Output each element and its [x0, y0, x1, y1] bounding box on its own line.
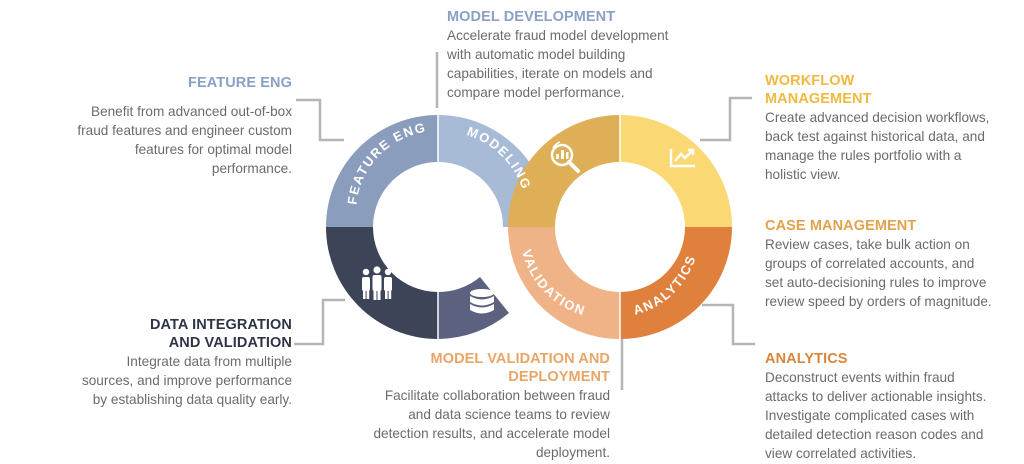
- workflow-title: WORKFLOW MANAGEMENT: [765, 72, 1021, 108]
- segment-analytics: [620, 227, 732, 339]
- trend-chart-icon: [669, 148, 695, 168]
- segment-validation: [508, 227, 620, 339]
- people-icon: [362, 266, 392, 300]
- analytics-section: ANALYTICS Deconstruct events within frau…: [765, 350, 1021, 463]
- feature-eng-line-3: features for optimal model: [134, 142, 292, 157]
- analytics-description: Deconstruct events within fraud attacks …: [765, 368, 1021, 463]
- model-development-line-2: with automatic model building: [447, 47, 626, 62]
- analytics-line-3: Investigate complicated cases with: [765, 408, 975, 423]
- workflow-line-1: Create advanced decision workflows,: [765, 110, 990, 125]
- data-integration-title-line-1: DATA INTEGRATION: [149, 317, 292, 333]
- model-development-description: Accelerate fraud model development with …: [447, 26, 727, 102]
- data-integration-section: DATA INTEGRATION AND VALIDATION Integrat…: [50, 316, 292, 409]
- model-validation-description: Facilitate collaboration between fraud a…: [322, 386, 610, 462]
- magnifier-chart-icon: [550, 141, 580, 173]
- model-development-line-1: Accelerate fraud model development: [447, 28, 669, 43]
- feature-eng-title: FEATURE ENG: [188, 75, 292, 91]
- model-validation-title-line-1: MODEL VALIDATION AND: [430, 351, 610, 367]
- feature-eng-line-1: Benefit from advanced out-of-box: [91, 104, 292, 119]
- model-validation-title-line-2: DEPLOYMENT: [508, 369, 610, 385]
- model-validation-section: MODEL VALIDATION AND DEPLOYMENT Facilita…: [322, 350, 610, 462]
- data-integration-line-2: sources, and improve performance: [81, 373, 292, 388]
- segment-workflow: [620, 115, 732, 227]
- case-management-line-2: groups of correlated accounts, and: [765, 256, 975, 271]
- connector-feature-eng: [296, 98, 344, 142]
- case-management-title: CASE MANAGEMENT: [765, 218, 917, 234]
- connector-workflow: [700, 96, 752, 142]
- case-management-line-3: set auto-decisioning rules to improve: [765, 275, 987, 290]
- feature-eng-line-2: fraud features and engineer custom: [77, 123, 292, 138]
- workflow-title-line-2: MANAGEMENT: [765, 91, 872, 107]
- connector-analytics: [702, 303, 755, 346]
- workflow-description: Create advanced decision workflows, back…: [765, 108, 1021, 184]
- workflow-line-3: manage the rules portfolio with a: [765, 148, 962, 163]
- segment-data-integration-a: [326, 227, 438, 339]
- model-validation-title: MODEL VALIDATION AND DEPLOYMENT: [322, 350, 610, 386]
- model-validation-line-3: detection results, and accelerate model: [373, 426, 610, 441]
- model-development-line-4: compare model performance.: [447, 85, 625, 100]
- segment-case-management: [508, 115, 620, 227]
- model-development-section: MODEL DEVELOPMENT Accelerate fraud model…: [447, 8, 727, 102]
- analytics-line-2: attacks to deliver actionable insights.: [765, 389, 987, 404]
- analytics-title: ANALYTICS: [765, 351, 848, 367]
- connector-data-integration: [294, 298, 345, 346]
- model-validation-line-4: deployment.: [535, 445, 610, 460]
- feature-eng-section: FEATURE ENG Benefit from advanced out-of…: [40, 74, 292, 178]
- model-validation-line-1: Facilitate collaboration between fraud: [384, 388, 610, 403]
- database-icon: [470, 289, 494, 314]
- case-management-section: CASE MANAGEMENT Review cases, take bulk …: [765, 217, 1021, 311]
- data-integration-description: Integrate data from multiple sources, an…: [50, 352, 292, 409]
- data-integration-title: DATA INTEGRATION AND VALIDATION: [50, 316, 292, 352]
- feature-eng-line-4: performance.: [211, 161, 292, 176]
- ring-segments: [326, 113, 732, 341]
- analytics-line-5: view correlated activities.: [765, 446, 917, 461]
- model-validation-line-2: and data science teams to review: [408, 407, 610, 422]
- data-integration-line-1: Integrate data from multiple: [126, 354, 292, 369]
- workflow-title-line-1: WORKFLOW: [765, 73, 855, 89]
- case-management-line-1: Review cases, take bulk action on: [765, 237, 970, 252]
- segment-feature-eng: [326, 115, 438, 227]
- workflow-line-2: back test against historical data, and: [765, 129, 985, 144]
- data-integration-title-line-2: AND VALIDATION: [168, 335, 292, 351]
- data-integration-line-3: by establishing data quality early.: [92, 392, 292, 407]
- analytics-line-4: detailed detection reason codes and: [765, 427, 984, 442]
- model-development-title: MODEL DEVELOPMENT: [447, 9, 616, 25]
- analytics-line-1: Deconstruct events within fraud: [765, 370, 955, 385]
- model-development-line-3: capabilities, iterate on models and: [447, 66, 653, 81]
- feature-eng-description: Benefit from advanced out-of-box fraud f…: [40, 102, 292, 178]
- workflow-section: WORKFLOW MANAGEMENT Create advanced deci…: [765, 72, 1021, 184]
- workflow-line-4: holistic view.: [765, 167, 841, 182]
- case-management-description: Review cases, take bulk action on groups…: [765, 235, 1021, 311]
- case-management-line-4: review speed by orders of magnitude.: [765, 294, 992, 309]
